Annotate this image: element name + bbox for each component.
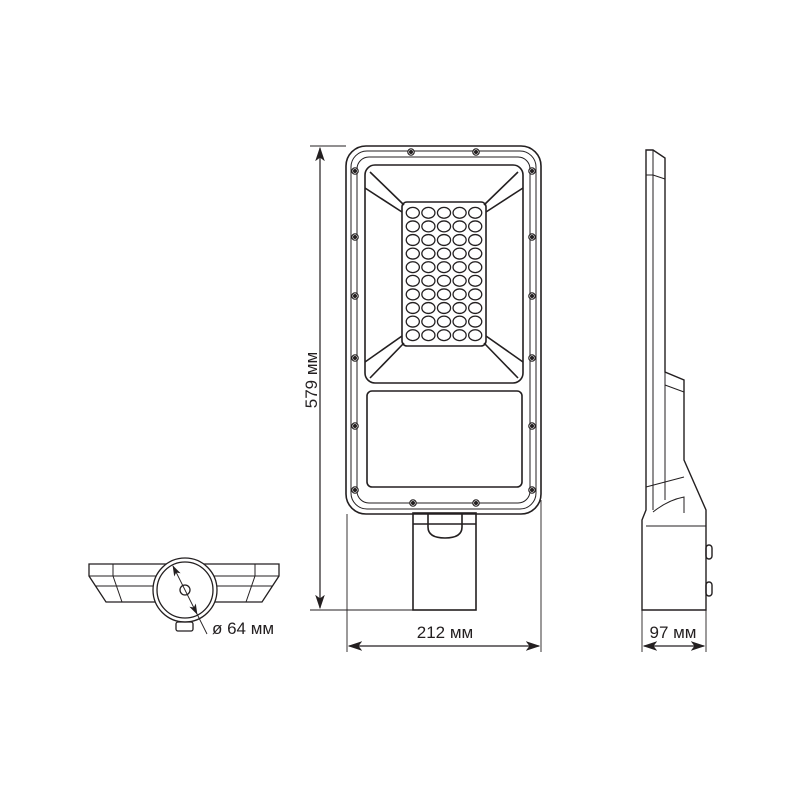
led-chip — [421, 329, 436, 342]
height-dimension — [310, 145, 413, 611]
led-chip — [452, 315, 467, 328]
led-chip — [467, 329, 483, 342]
led-chip — [452, 206, 467, 219]
reflector-frame — [364, 164, 524, 384]
led-chip — [405, 233, 421, 247]
housing-inner — [356, 156, 531, 504]
led-chip — [467, 220, 483, 233]
reflector-edge — [485, 187, 524, 213]
reflector-edge — [369, 171, 405, 206]
reflector-edge — [483, 342, 519, 379]
led-chip — [421, 315, 436, 328]
led-chip — [436, 315, 452, 328]
led-chip — [405, 247, 421, 260]
led-chip — [436, 206, 452, 219]
side-outline — [641, 149, 707, 611]
led-chip — [421, 247, 436, 260]
driver-cover — [366, 390, 523, 488]
reflector-edge — [485, 335, 524, 363]
led-chip — [452, 220, 467, 233]
led-chip — [421, 261, 436, 274]
led-chip — [452, 247, 467, 260]
housing-outer — [345, 145, 542, 515]
led-chip — [436, 233, 452, 247]
led-chip — [405, 220, 421, 233]
led-chip — [405, 261, 421, 274]
led-chip — [436, 288, 452, 301]
height-label: 579 мм — [302, 352, 321, 408]
led-chip — [467, 247, 483, 260]
led-chip — [436, 261, 452, 274]
mount-clamp — [427, 513, 463, 539]
pole-mount — [412, 512, 477, 611]
led-chip — [421, 301, 436, 315]
led-chip — [467, 288, 483, 301]
width-label: 212 мм — [417, 623, 473, 642]
width-dimension — [346, 500, 542, 652]
led-chip — [467, 301, 483, 315]
led-board — [401, 201, 487, 347]
led-chip — [452, 274, 467, 287]
led-chip — [421, 233, 436, 247]
led-chip — [452, 233, 467, 247]
side-view — [641, 149, 713, 611]
diameter-label: ø 64 мм — [212, 619, 274, 638]
led-chip — [467, 261, 483, 274]
led-chip — [467, 315, 483, 328]
led-chip — [405, 288, 421, 301]
side-bolt — [705, 544, 713, 560]
led-chip — [436, 247, 452, 260]
reflector-edge — [369, 342, 405, 379]
side-bolt — [705, 581, 713, 597]
depth-dimension — [641, 610, 707, 652]
led-chip — [405, 274, 421, 287]
led-chip — [467, 233, 483, 247]
led-chip — [405, 329, 421, 342]
led-chip — [421, 274, 436, 287]
led-chip — [452, 329, 467, 342]
led-chip — [421, 288, 436, 301]
led-chip — [467, 274, 483, 287]
led-chip — [452, 288, 467, 301]
led-chip — [436, 329, 452, 342]
led-chip — [452, 261, 467, 274]
led-chip — [421, 220, 436, 233]
screws — [351, 148, 536, 507]
led-chip — [405, 206, 421, 219]
housing-groove — [350, 150, 537, 510]
led-chip — [467, 206, 483, 219]
led-chip — [405, 301, 421, 315]
led-chip — [421, 206, 436, 219]
reflector-edge — [364, 187, 403, 213]
led-chip — [452, 301, 467, 315]
clamp-bolt — [175, 621, 194, 632]
front-view — [345, 145, 542, 611]
diameter-dimension — [172, 565, 208, 635]
led-chip — [436, 274, 452, 287]
led-array — [405, 206, 483, 342]
led-chip — [436, 301, 452, 315]
led-chip — [436, 220, 452, 233]
reflector-edge — [483, 171, 519, 206]
pole-bore — [156, 561, 214, 619]
reflector-edge — [364, 335, 403, 363]
led-chip — [405, 315, 421, 328]
depth-label: 97 мм — [649, 623, 696, 642]
